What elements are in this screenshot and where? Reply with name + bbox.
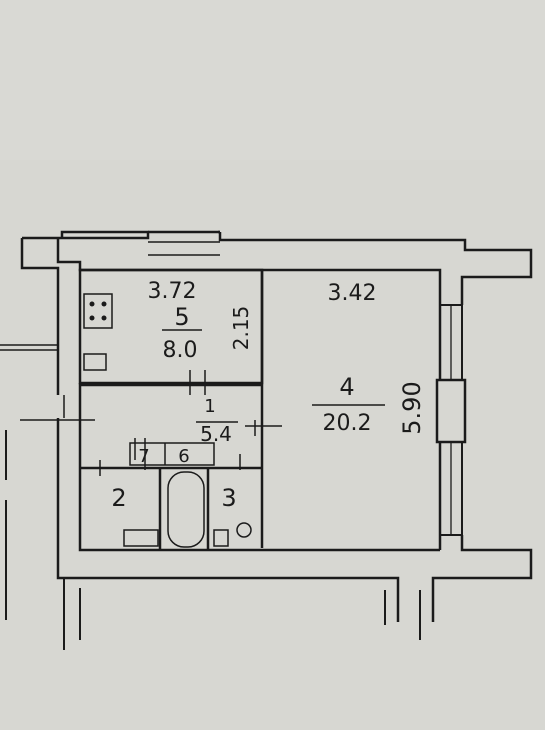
cistern-icon (213, 529, 229, 547)
living-area: 20.2 (323, 411, 372, 436)
storage-b-number: 6 (178, 446, 189, 467)
washbasin-icon (123, 529, 159, 547)
living-window-pier (435, 378, 467, 444)
left-fragment (0, 344, 58, 351)
stove-burner (101, 315, 107, 321)
hall-number: 1 (204, 396, 215, 417)
kitchen-width-label: 3.72 (148, 279, 197, 304)
paper-shade (0, 0, 545, 160)
bathtub-icon (167, 471, 205, 548)
storage-closets (129, 442, 215, 466)
living-number: 4 (339, 373, 354, 401)
right-wall-lower (431, 535, 533, 622)
toilet-icon (236, 522, 252, 538)
bottom-left-stub (63, 578, 81, 650)
stove-burner (89, 315, 95, 321)
left-wall-outer (20, 238, 60, 395)
hall-area: 5.4 (200, 422, 232, 446)
bottom-right-stub (384, 590, 421, 640)
living-width-label: 3.42 (328, 281, 377, 306)
bottom-wall (80, 576, 400, 622)
stove-burner (101, 301, 107, 307)
stove-burner (89, 301, 95, 307)
sink-icon (83, 353, 107, 371)
left-wall-lower (56, 418, 80, 580)
kitchen-area: 8.0 (163, 338, 198, 363)
floor-bottom (78, 383, 440, 552)
entrance-door (63, 395, 81, 418)
partition-ticks (99, 370, 256, 476)
toilet-number: 2 (111, 484, 126, 512)
kitchen-number: 5 (174, 303, 189, 331)
top-wall-right (218, 232, 533, 302)
stove-icon (83, 293, 113, 329)
kitchen-depth-label: 2.15 (229, 306, 253, 351)
bath-number: 3 (221, 484, 236, 512)
storage-a-number: 7 (138, 446, 149, 467)
living-depth-label: 5.90 (398, 381, 426, 434)
